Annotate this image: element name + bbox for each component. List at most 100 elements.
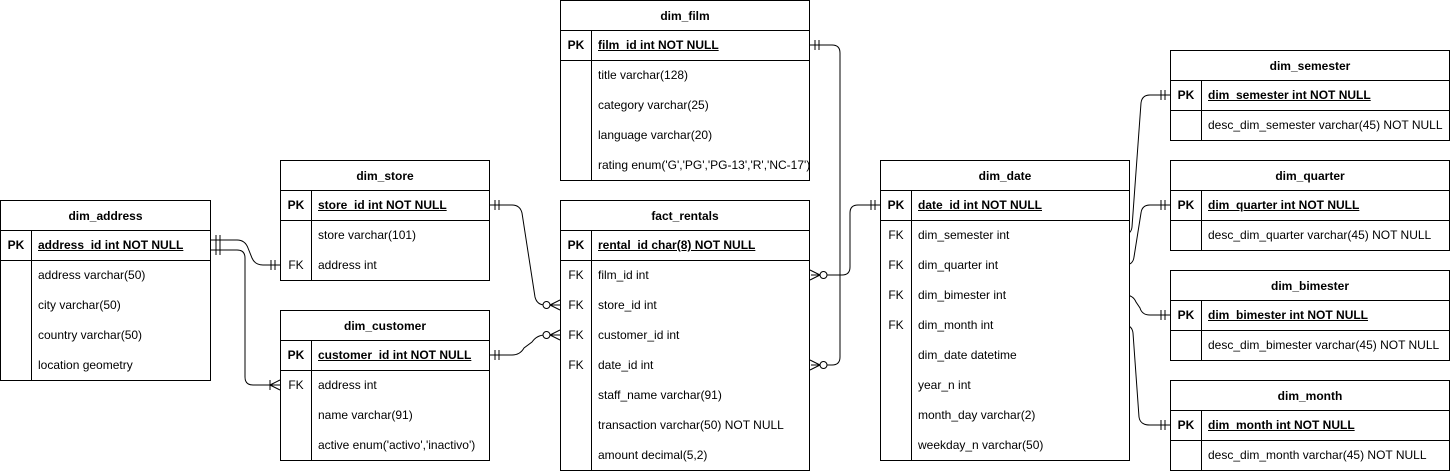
field-row[interactable]: address varchar(50) (1, 260, 210, 290)
key-label: FK (888, 228, 904, 242)
field-row[interactable]: rating enum('G','PG','PG-13','R','NC-17'… (561, 150, 810, 180)
field-label: city varchar(50) (38, 298, 121, 312)
field-row[interactable]: city varchar(50) (1, 290, 210, 320)
key-label: PK (287, 348, 305, 362)
field-row[interactable]: location geometry (1, 350, 210, 380)
field-row[interactable]: category varchar(25) (561, 90, 809, 120)
field-row[interactable]: country varchar(50) (1, 320, 210, 350)
field-label: amount decimal(5,2) (598, 448, 708, 462)
key-label: PK (1177, 88, 1195, 102)
relationship-line (211, 239, 280, 266)
field-label: address_id int NOT NULL (38, 238, 184, 252)
field-row[interactable]: store varchar(101) (281, 220, 489, 250)
field-row[interactable]: title varchar(128) (561, 60, 809, 90)
field-row[interactable]: desc_dim_bimester varchar(45) NOT NULL (1171, 330, 1449, 360)
key-label (281, 400, 311, 430)
key-label: PK (887, 198, 905, 212)
field-label: weekday_n varchar(50) (918, 438, 1044, 452)
primary-key-row[interactable]: PK date_id int NOT NULL (881, 190, 1129, 220)
key-label: FK (568, 358, 584, 372)
primary-key-separator (1171, 440, 1449, 441)
entity-title: dim_store (281, 161, 489, 191)
field-label: staff_name varchar(91) (598, 388, 722, 402)
key-label: FK (888, 288, 904, 302)
entity-title: dim_semester (1171, 51, 1449, 81)
entity-title: dim_month (1171, 381, 1449, 411)
key-label (1171, 440, 1201, 470)
relationship-address-to-customer[interactable] (211, 245, 281, 391)
key-label (561, 150, 591, 180)
key-label: PK (1177, 418, 1195, 432)
relationship-date-to-rentals[interactable] (809, 200, 880, 281)
key-label (881, 400, 911, 430)
key-label (881, 370, 911, 400)
field-row[interactable]: year_n int (881, 370, 1129, 400)
field-row[interactable]: month_day varchar(2) (881, 400, 1129, 430)
field-row[interactable]: staff_name varchar(91) (561, 380, 809, 410)
relationship-line (490, 334, 560, 356)
key-label (561, 90, 591, 120)
relationship-address-to-store[interactable] (211, 235, 280, 270)
field-row[interactable]: transaction varchar(50) NOT NULL (561, 410, 809, 440)
field-row[interactable]: dim_date datetime (881, 340, 1129, 370)
key-label (281, 430, 311, 460)
primary-key-separator (1171, 110, 1449, 111)
relationship-store-to-rentals[interactable] (490, 200, 561, 311)
primary-key-separator (281, 370, 489, 371)
field-label: address int (318, 378, 377, 392)
field-label: month_day varchar(2) (918, 408, 1036, 422)
field-row[interactable]: amount decimal(5,2) (561, 440, 809, 470)
field-label: dim_quarter int NOT NULL (1208, 198, 1360, 212)
field-label: desc_dim_month varchar(45) NOT NULL (1208, 448, 1427, 462)
primary-key-separator (561, 60, 809, 61)
field-label: transaction varchar(50) NOT NULL (598, 418, 784, 432)
relationship-line (211, 249, 280, 386)
field-row[interactable]: name varchar(91) (281, 400, 489, 430)
entity-title: dim_address (1, 201, 210, 231)
field-row[interactable]: desc_dim_quarter varchar(45) NOT NULL (1171, 220, 1449, 250)
field-row[interactable]: active enum('activo','inactivo') (281, 430, 489, 460)
relationship-customer-to-rentals[interactable] (490, 329, 561, 360)
field-label: location geometry (38, 358, 133, 372)
field-row[interactable]: desc_dim_semester varchar(45) NOT NULL (1171, 110, 1449, 140)
field-row[interactable]: weekday_n varchar(50) (881, 430, 1129, 460)
field-label: name varchar(91) (318, 408, 413, 422)
key-label (561, 120, 591, 150)
relationship-line (810, 44, 841, 366)
field-row[interactable]: desc_dim_month varchar(45) NOT NULL (1171, 440, 1449, 470)
relationship-film-to-rentals[interactable] (809, 40, 841, 371)
field-label: date_id int NOT NULL (918, 198, 1042, 212)
field-label: customer_id int (598, 328, 680, 342)
field-row[interactable]: language varchar(20) (561, 120, 809, 150)
